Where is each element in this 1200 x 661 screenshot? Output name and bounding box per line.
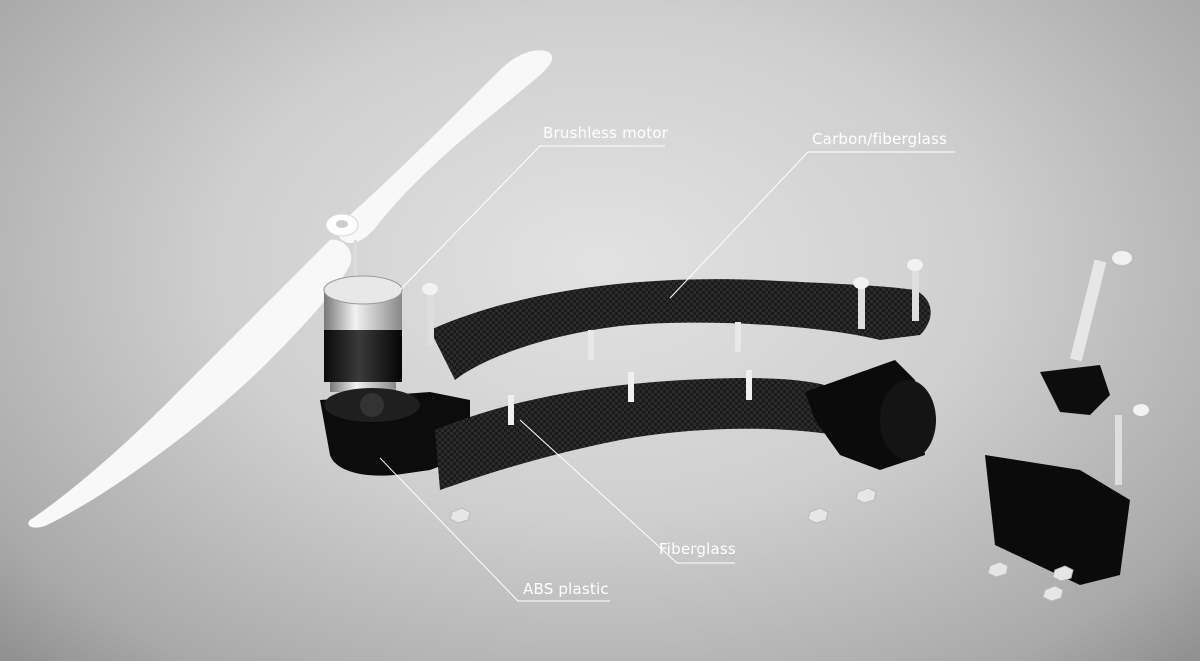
brushless-motor [323,240,403,392]
motor-mount [320,388,470,476]
nuts [449,487,1074,602]
thumb-screw-assembly [985,251,1132,585]
bottom-plate [435,378,860,490]
label-abs-plastic: ABS plastic [523,580,609,598]
label-brushless-motor: Brushless motor [543,124,669,142]
leader-lines [379,145,955,602]
camera-mount [805,360,936,470]
propeller [28,50,553,528]
standoffs [508,322,752,425]
screws [422,259,1149,485]
top-plate [430,279,931,380]
label-carbon-fiberglass: Carbon/fiberglass [812,130,948,148]
label-fiberglass: Fiberglass [659,540,736,558]
